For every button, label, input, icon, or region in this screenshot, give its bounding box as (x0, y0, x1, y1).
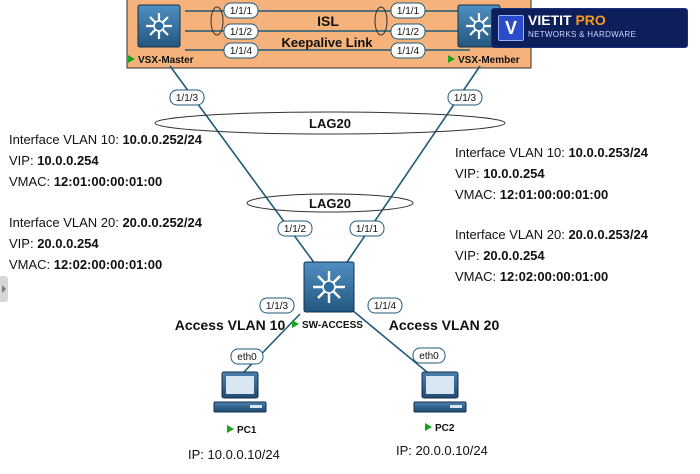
left-vlan20-line: Interface VLAN 20: 20.0.0.252/24 (9, 215, 202, 230)
vietit-logo-icon: V (498, 15, 524, 41)
right-vlan20-line: Interface VLAN 20: 20.0.0.253/24 (455, 227, 648, 242)
vsx-member-switch[interactable] (457, 4, 501, 48)
port-member-113: 1/1/3 (454, 93, 477, 104)
port-master-112: 1/1/2 (230, 27, 253, 38)
brand-tagline: NETWORKS & HARDWARE (528, 30, 637, 39)
pc1-label: PC1 (237, 425, 257, 436)
vsx-master-switch[interactable] (137, 4, 181, 48)
port-master-114: 1/1/4 (230, 46, 253, 57)
port-member-114: 1/1/4 (397, 46, 420, 57)
keepalive-label: Keepalive Link (281, 35, 373, 50)
left-vip20-line: VIP: 20.0.0.254 (9, 236, 99, 251)
pc2-label: PC2 (435, 423, 455, 434)
port-member-111: 1/1/1 (397, 6, 420, 17)
vsx-member-status-icon (448, 55, 455, 63)
port-pc2-eth0: eth0 (419, 351, 439, 362)
port-master-113: 1/1/3 (176, 93, 199, 104)
right-vlan-info: Interface VLAN 10: 10.0.0.253/24 VIP: 10… (455, 142, 648, 205)
left-vlan-info: Interface VLAN 10: 10.0.0.252/24 VIP: 10… (9, 129, 202, 192)
port-access-111: 1/1/1 (356, 224, 379, 235)
right-vlan10-line: Interface VLAN 10: 10.0.0.253/24 (455, 145, 648, 160)
pc2-status-icon (425, 423, 432, 431)
left-vmac20-line: VMAC: 12:02:00:00:01:00 (9, 257, 163, 272)
port-access-112: 1/1/2 (284, 224, 307, 235)
right-vlan20-info: Interface VLAN 20: 20.0.0.253/24 VIP: 20… (455, 224, 648, 287)
port-access-114: 1/1/4 (374, 301, 397, 312)
sw-access-label: SW-ACCESS (302, 320, 363, 331)
left-vmac10-line: VMAC: 12:01:00:00:01:00 (9, 174, 163, 189)
left-vlan10-line: Interface VLAN 10: 10.0.0.252/24 (9, 132, 202, 147)
port-pc1-eth0: eth0 (237, 352, 257, 363)
pc2-ip: IP: 20.0.0.10/24 (396, 443, 488, 458)
left-vlan20-info: Interface VLAN 20: 20.0.0.252/24 VIP: 20… (9, 212, 202, 275)
port-master-111: 1/1/1 (230, 6, 253, 17)
isl-lag-ovals (210, 6, 388, 36)
pc2-icon[interactable] (413, 371, 467, 413)
sw-access-status-icon (292, 320, 299, 328)
lag20-bottom-label: LAG20 (309, 196, 351, 211)
isl-label: ISL (317, 13, 339, 29)
status-icons (128, 55, 455, 433)
pc1-icon[interactable] (213, 371, 267, 413)
lag20-top-label: LAG20 (309, 116, 351, 131)
access-vlan10-label: Access VLAN 10 (175, 317, 286, 333)
vsx-master-status-icon (128, 55, 135, 63)
vsx-member-label: VSX-Member (458, 55, 520, 66)
left-vip10-line: VIP: 10.0.0.254 (9, 153, 99, 168)
port-pills (169, 2, 483, 365)
right-vip20-line: VIP: 20.0.0.254 (455, 248, 545, 263)
port-member-112: 1/1/2 (397, 27, 420, 38)
sw-access-switch[interactable] (303, 261, 355, 313)
access-vlan20-label: Access VLAN 20 (389, 317, 500, 333)
vietit-brand-badge: V VIETIT PRO NETWORKS & HARDWARE (491, 8, 688, 48)
port-access-113: 1/1/3 (266, 301, 289, 312)
brand-name: VIETIT PRO (528, 12, 606, 28)
right-vmac10-line: VMAC: 12:01:00:00:01:00 (455, 187, 609, 202)
pc1-ip: IP: 10.0.0.10/24 (188, 447, 280, 462)
side-collapse-tab[interactable] (0, 276, 8, 302)
lag20-bottom-oval (246, 193, 414, 213)
right-vmac20-line: VMAC: 12:02:00:00:01:00 (455, 269, 609, 284)
pc1-status-icon (227, 425, 234, 433)
lag20-top-oval (154, 111, 506, 135)
right-vip10-line: VIP: 10.0.0.254 (455, 166, 545, 181)
vsx-master-label: VSX-Master (138, 55, 194, 66)
